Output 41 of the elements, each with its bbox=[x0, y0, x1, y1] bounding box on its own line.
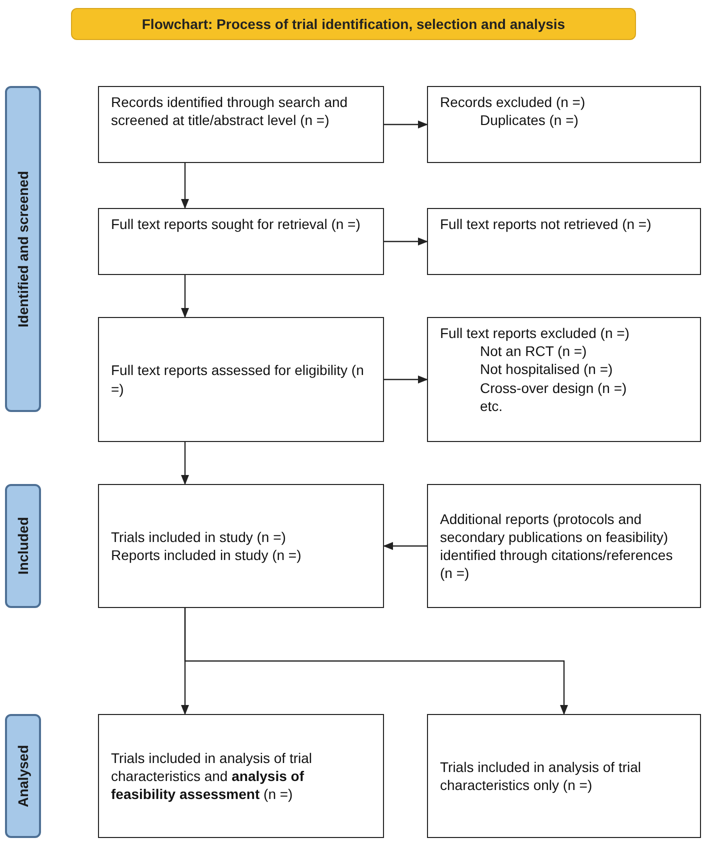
stage-band bbox=[5, 714, 41, 838]
stage-band bbox=[5, 484, 41, 608]
title-banner: Flowchart: Process of trial identification, selection and analysis bbox=[71, 8, 636, 40]
box-text: Not an RCT (n =) bbox=[479, 342, 588, 360]
process-box bbox=[98, 86, 384, 163]
process-box bbox=[427, 484, 701, 608]
stage-label: Analysed bbox=[15, 744, 31, 808]
box-text: Full text reports assessed for eligibility (n =) bbox=[111, 361, 365, 398]
box-text: Not hospitalised (n =) bbox=[479, 360, 614, 379]
arrow bbox=[181, 163, 189, 209]
box-text: Records excluded (n =) bbox=[440, 93, 586, 112]
process-box bbox=[98, 317, 384, 442]
box-text: etc. bbox=[479, 396, 504, 415]
box-text: Full text reports excluded (n =) bbox=[440, 324, 630, 342]
process-box bbox=[98, 208, 384, 275]
arrow bbox=[383, 542, 427, 550]
box-text: Full text reports sought for retrieval (n =) bbox=[111, 215, 362, 234]
process-box bbox=[98, 714, 384, 838]
arrow bbox=[184, 608, 568, 715]
arrow bbox=[384, 238, 428, 246]
stage-label: Included bbox=[15, 517, 31, 575]
arrow bbox=[181, 442, 189, 485]
process-box bbox=[427, 714, 701, 838]
process-box bbox=[427, 208, 701, 275]
box-text: Cross-over design (n =) bbox=[479, 378, 628, 397]
arrow bbox=[384, 376, 428, 384]
box-text: Duplicates (n =) bbox=[479, 111, 580, 130]
box-text: Full text reports not retrieved (n =) bbox=[440, 215, 652, 234]
box-text: Trials included in study (n =) bbox=[111, 528, 287, 546]
arrow bbox=[384, 120, 428, 128]
box-text: Records identified through search and screened at title/abstract level (n =) bbox=[111, 93, 349, 130]
stage-band bbox=[5, 86, 41, 412]
box-text: Reports included in study (n =) bbox=[111, 546, 302, 564]
box-text: Trials included in analysis of trial characteristics and analysis of feasibility assessment (n =) bbox=[111, 748, 314, 804]
box-text: Trials included in analysis of trial characteristics only (n =) bbox=[440, 758, 642, 794]
arrow bbox=[181, 275, 189, 318]
process-box bbox=[98, 484, 384, 608]
process-box bbox=[427, 86, 701, 163]
box-text: Additional reports (protocols and secondary publications on feasibility) identified through citations/references (n =) bbox=[440, 510, 674, 582]
stage-label: Identified and screened bbox=[15, 170, 31, 328]
process-box bbox=[427, 317, 701, 442]
